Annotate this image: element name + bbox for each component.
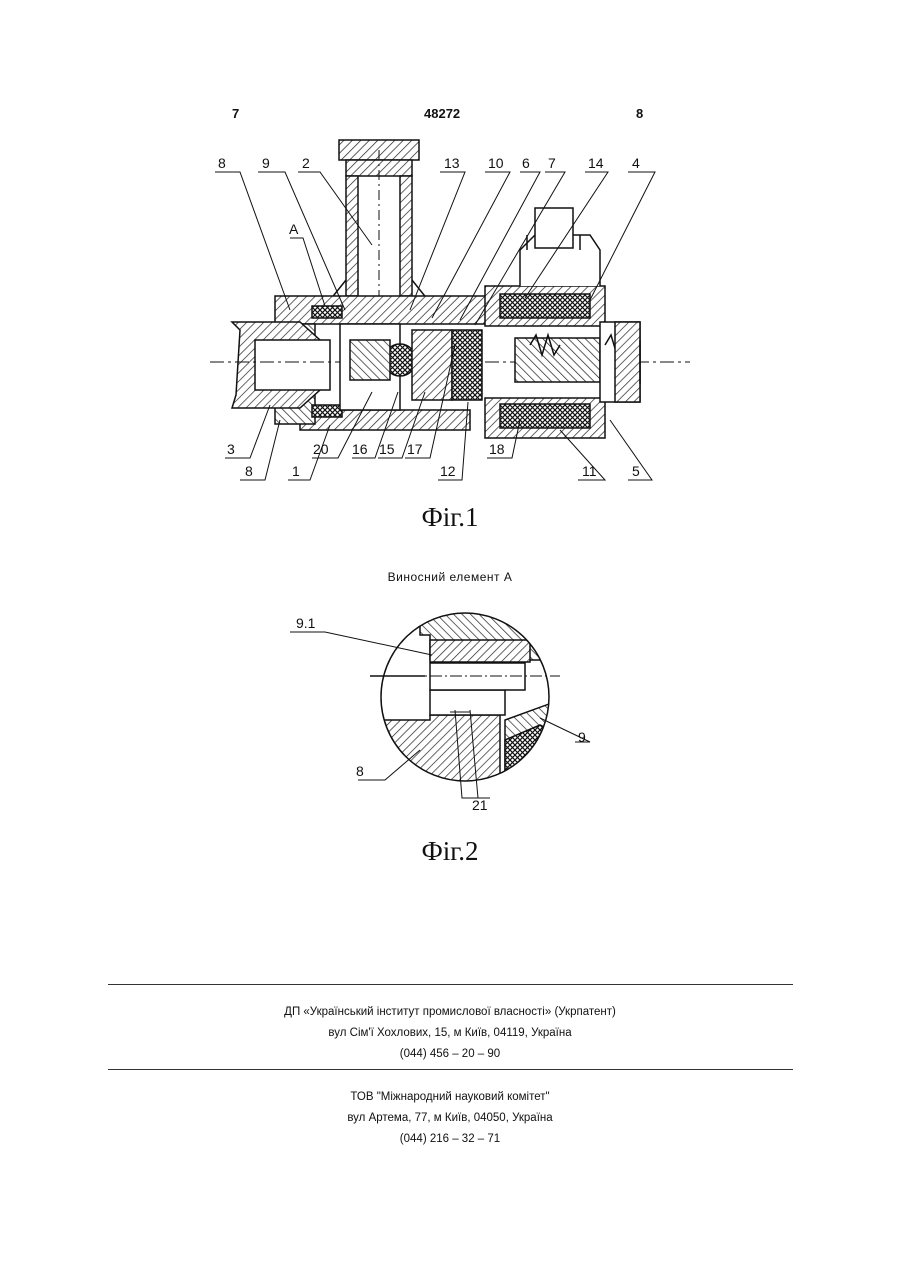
patent-drawings: 8 9 2 13 10 6 7 14 4 A 3 8 1 20 16 15 17… <box>0 0 900 900</box>
divider <box>108 984 793 985</box>
fig1-label: 7 <box>548 155 556 171</box>
fig1-label: 1 <box>292 463 300 479</box>
fig1-label: 6 <box>522 155 530 171</box>
fig1-label: 9 <box>262 155 270 171</box>
fig1-label: 16 <box>352 441 368 457</box>
publisher-address: вул Сім'ї Хохлових, 15, м Київ, 04119, У… <box>0 1023 900 1044</box>
figure1-caption: Фіг.1 <box>0 502 900 533</box>
printer-block: ТОВ "Міжнародний науковий комітет" вул А… <box>0 1087 900 1150</box>
divider <box>108 1069 793 1070</box>
fig1-label: 8 <box>218 155 226 171</box>
printer-phone: (044) 216 – 32 – 71 <box>0 1129 900 1150</box>
fig1-label: 3 <box>227 441 235 457</box>
fig1-label: 11 <box>582 463 597 479</box>
fig2-label: 9 <box>578 729 586 745</box>
fig1-label: 8 <box>245 463 253 479</box>
publisher-name: ДП «Український інститут промислової вла… <box>0 1002 900 1023</box>
publisher-phone: (044) 456 – 20 – 90 <box>0 1044 900 1065</box>
fig2-label: 8 <box>356 763 364 779</box>
fig1-label: 14 <box>588 155 604 171</box>
figure2-drawing <box>370 610 560 790</box>
printer-address: вул Артема, 77, м Київ, 04050, Україна <box>0 1108 900 1129</box>
fig1-label: 10 <box>488 155 504 171</box>
fig1-label: 13 <box>444 155 460 171</box>
fig2-label: 21 <box>472 797 488 813</box>
fig1-label: 12 <box>440 463 456 479</box>
figure2-caption: Фіг.2 <box>0 836 900 867</box>
printer-name: ТОВ "Міжнародний науковий комітет" <box>0 1087 900 1108</box>
fig1-label: 4 <box>632 155 640 171</box>
publisher-block: ДП «Український інститут промислової вла… <box>0 1002 900 1065</box>
fig1-label: 2 <box>302 155 310 171</box>
figure2-subtitle: Виносний елемент А <box>0 570 900 584</box>
fig1-label: 5 <box>632 463 640 479</box>
fig1-label: 17 <box>407 441 423 457</box>
fig1-label-a: A <box>289 221 299 237</box>
fig1-label: 20 <box>313 441 329 457</box>
fig1-label: 15 <box>379 441 395 457</box>
fig1-label: 18 <box>489 441 505 457</box>
fig2-label: 9.1 <box>296 615 316 631</box>
